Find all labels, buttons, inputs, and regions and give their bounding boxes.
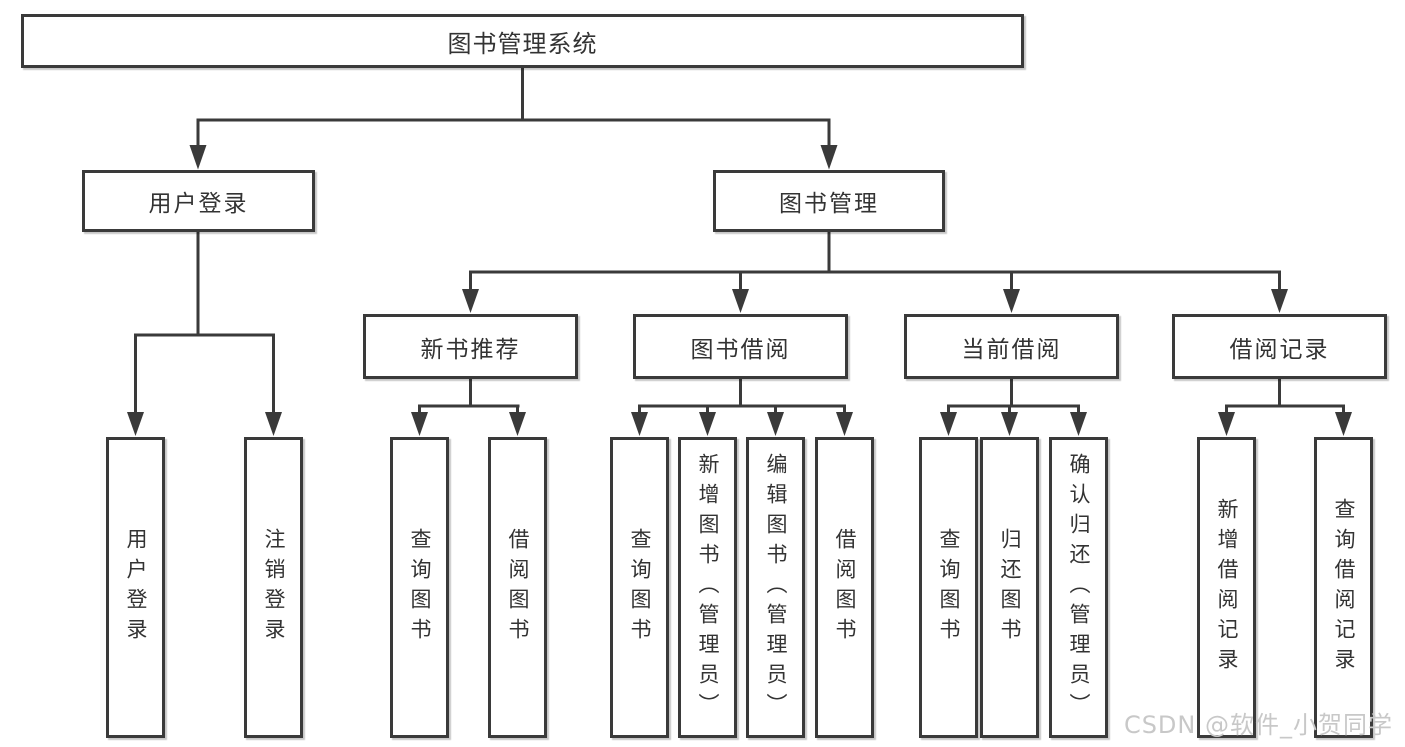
leaf-label: 新增借阅记录: [1215, 497, 1239, 678]
leaf-label: 注销登录: [262, 527, 286, 648]
node-label: 图书借阅: [690, 336, 791, 363]
leaf-label: 归还图书: [998, 527, 1022, 648]
leaf-query-books-borrowing: 查询图书: [610, 437, 669, 738]
node-book-management: 图书管理: [713, 170, 945, 232]
node-label: 新书推荐: [420, 336, 521, 363]
connector-userlogin-to-leaves: [134, 230, 275, 415]
node-label: 图书管理: [779, 191, 879, 217]
node-new-book-recommend: 新书推荐: [363, 314, 578, 379]
node-book-borrowing: 图书借阅: [633, 314, 848, 379]
node-library-system: 图书管理系统: [21, 14, 1024, 68]
leaf-logout: 注销登录: [244, 437, 303, 738]
leaf-add-borrow-record: 新增借阅记录: [1197, 437, 1256, 738]
leaf-label: 借阅图书: [833, 527, 857, 648]
node-borrow-records: 借阅记录: [1172, 314, 1387, 379]
connector-newbook-to-leaves: [418, 377, 520, 415]
leaf-borrow-books-borrowing: 借阅图书: [815, 437, 874, 738]
node-label: 借阅记录: [1229, 336, 1330, 363]
leaf-edit-book-admin: 编辑图书（管理员）: [746, 437, 805, 738]
leaf-label: 查询图书: [628, 527, 652, 648]
leaf-query-borrow-record: 查询借阅记录: [1314, 437, 1373, 738]
connector-records-to-leaves: [1225, 377, 1345, 415]
leaf-query-books-current: 查询图书: [919, 437, 978, 738]
connector-currentborrow-to-leaves: [947, 377, 1080, 415]
leaf-label: 确认归还（管理员）: [1067, 452, 1091, 723]
connector-root-to-level2: [196, 66, 831, 148]
leaf-borrow-books-recommend: 借阅图书: [488, 437, 547, 738]
leaf-label: 查询图书: [408, 527, 432, 648]
arrow-heads: [127, 145, 1352, 436]
leaf-label: 新增图书（管理员）: [696, 452, 720, 723]
node-label: 图书管理系统: [447, 29, 598, 58]
leaf-query-books-recommend: 查询图书: [390, 437, 449, 738]
connector-bookborrow-to-leaves: [638, 377, 846, 415]
leaf-label: 用户登录: [124, 527, 148, 648]
connector-bookmgmt-to-level3: [469, 230, 1281, 292]
leaf-label: 查询图书: [937, 527, 961, 648]
leaf-label: 借阅图书: [506, 527, 530, 648]
leaf-add-book-admin: 新增图书（管理员）: [678, 437, 737, 738]
leaf-confirm-return-admin: 确认归还（管理员）: [1049, 437, 1108, 738]
node-label: 用户登录: [148, 191, 249, 217]
leaf-return-books: 归还图书: [980, 437, 1039, 738]
leaf-label: 查询借阅记录: [1332, 497, 1356, 678]
node-label: 当前借阅: [961, 336, 1062, 363]
leaf-user-login: 用户登录: [106, 437, 165, 738]
node-current-borrowing: 当前借阅: [904, 314, 1119, 379]
csdn-watermark: CSDN @软件_小贺同学: [1123, 711, 1393, 739]
node-user-login: 用户登录: [82, 170, 315, 232]
leaf-label: 编辑图书（管理员）: [764, 452, 788, 723]
